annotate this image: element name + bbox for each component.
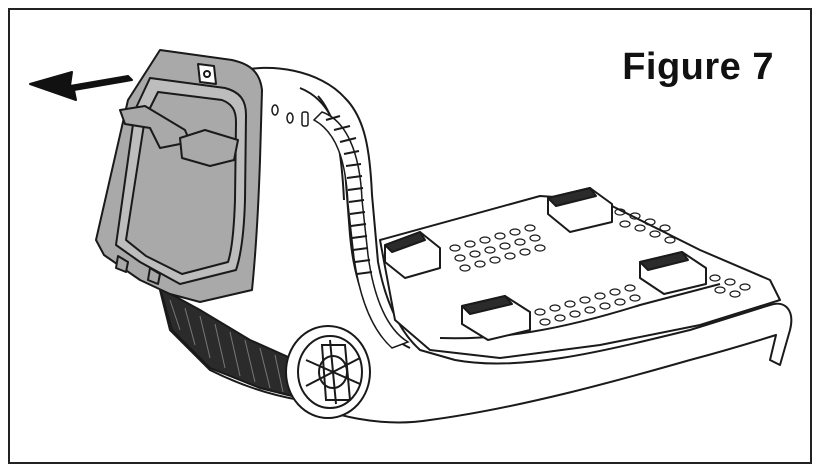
housing-holes <box>271 104 309 127</box>
left-arrow-icon <box>29 71 133 101</box>
bottom-brush <box>158 285 302 400</box>
filter-panel <box>95 49 263 303</box>
side-tread <box>312 111 410 349</box>
platform-holes <box>449 208 751 326</box>
wheel-hub <box>285 325 371 419</box>
figure-title: Figure 7 <box>622 46 774 88</box>
foot-pads <box>384 187 707 341</box>
